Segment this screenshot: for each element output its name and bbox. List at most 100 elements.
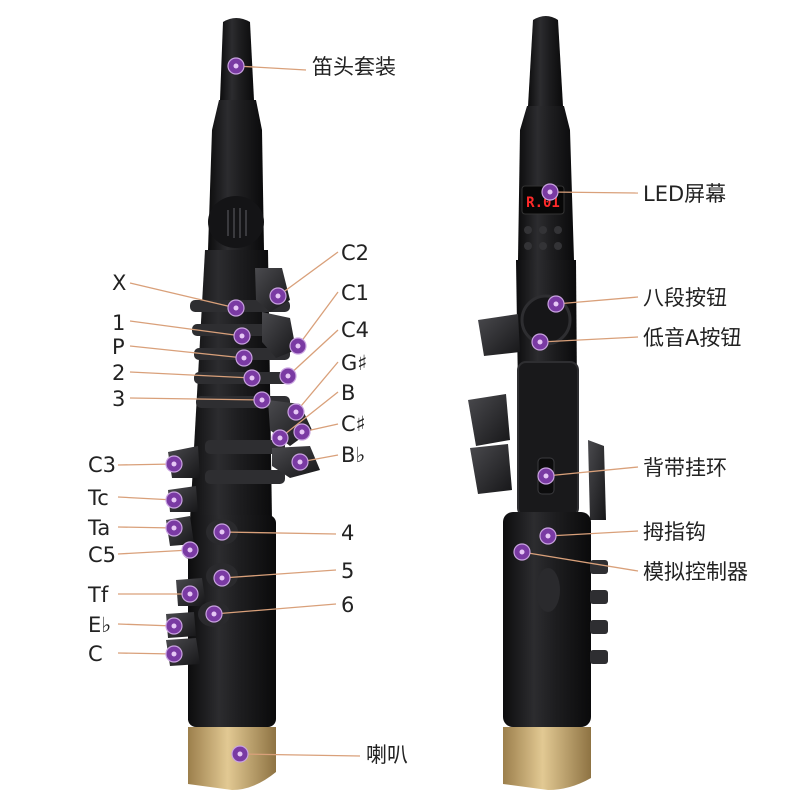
leader-analog-controller — [521, 551, 639, 572]
leader-p — [129, 345, 245, 359]
leader-c3 — [117, 463, 175, 466]
label-4: 4 — [341, 521, 354, 545]
leader-mouthpiece — [235, 65, 307, 71]
label-octave-button: 八段按钮 — [643, 286, 727, 310]
label-ta: Ta — [87, 516, 110, 540]
marker-center-octave-button — [553, 301, 559, 307]
marker-center-g-sharp — [293, 409, 299, 415]
label-x: X — [112, 271, 126, 295]
left-speaker-grill — [208, 196, 264, 248]
marker-center-x — [233, 305, 239, 311]
leader-c1 — [297, 291, 339, 347]
label-analog-controller: 模拟控制器 — [643, 560, 748, 584]
label-3: 3 — [112, 387, 125, 411]
right-lower-body — [503, 512, 591, 727]
label-c5: C5 — [88, 543, 116, 567]
right-mouthpiece — [528, 16, 563, 110]
marker-center-led-screen — [547, 189, 553, 195]
marker-center-tf — [187, 591, 193, 597]
right-side-keys — [468, 314, 606, 520]
marker-center-c2 — [275, 293, 281, 299]
marker-center-5 — [219, 575, 225, 581]
marker-center-analog-controller — [519, 549, 525, 555]
leader-c — [117, 652, 175, 655]
leader-1 — [129, 320, 243, 337]
marker-center-ta — [171, 525, 177, 531]
marker-center-tc — [171, 497, 177, 503]
left-bell — [188, 727, 276, 790]
marker-center-c5 — [187, 547, 193, 553]
leader-4 — [221, 531, 337, 535]
marker-center-bell — [237, 751, 243, 757]
leader-6 — [213, 603, 337, 615]
label-1: 1 — [112, 311, 125, 335]
marker-center-c3 — [171, 461, 177, 467]
label-c-sharp: C♯ — [341, 412, 366, 436]
label-b: B — [341, 381, 355, 405]
leader-c5 — [117, 549, 191, 555]
right-neck — [518, 106, 574, 260]
label-p: P — [112, 335, 125, 359]
leader-bell — [239, 753, 361, 757]
marker-center-low-a-button — [537, 339, 543, 345]
callout-leaders — [117, 65, 639, 757]
leader-led-screen — [549, 191, 639, 194]
leader-ta — [117, 526, 175, 529]
right-labels: LED屏幕 八段按钮 低音A按钮 背带挂环 拇指钩 模拟控制器 — [643, 182, 748, 584]
leader-c4 — [287, 329, 339, 377]
label-e-flat: E♭ — [88, 613, 111, 637]
label-2: 2 — [112, 361, 125, 385]
label-c3: C3 — [88, 453, 116, 477]
leader-5 — [221, 569, 337, 579]
marker-center-c4 — [285, 373, 291, 379]
leader-2 — [129, 371, 253, 379]
marker-center-c-sharp — [299, 429, 305, 435]
leader-strap-hook — [545, 466, 639, 477]
left-labels: 笛头套装 C2 C1 C4 G♯ B C♯ B♭ X 1 P 2 3 C3 Tc… — [87, 55, 408, 767]
marker-center-3 — [259, 397, 265, 403]
label-c2: C2 — [341, 241, 369, 265]
label-bell: 喇叭 — [366, 743, 408, 767]
marker-center-1 — [239, 333, 245, 339]
label-6: 6 — [341, 593, 354, 617]
label-5: 5 — [341, 559, 354, 583]
label-g-sharp: G♯ — [341, 351, 367, 375]
marker-center-2 — [249, 375, 255, 381]
leader-3 — [129, 397, 263, 401]
marker-center-c1 — [295, 343, 301, 349]
label-strap-hook: 背带挂环 — [643, 456, 727, 480]
label-c1: C1 — [341, 281, 369, 305]
leader-thumb-hook — [547, 530, 639, 537]
right-instrument: R.01 — [468, 16, 608, 790]
marker-center-e-flat — [171, 623, 177, 629]
leader-octave-button — [555, 296, 639, 305]
right-bell — [503, 727, 591, 790]
analog-controller-body — [536, 568, 560, 612]
label-b-flat: B♭ — [341, 443, 365, 467]
right-panel-buttons — [524, 226, 562, 250]
leader-x — [129, 282, 237, 309]
marker-center-thumb-hook — [545, 533, 551, 539]
leader-c2 — [277, 251, 339, 297]
callout-markers — [165, 57, 565, 763]
label-mouthpiece: 笛头套装 — [312, 55, 396, 79]
leader-tc — [117, 496, 175, 501]
leader-low-a-button — [539, 336, 639, 343]
marker-center-6 — [211, 611, 217, 617]
leader-e-flat — [117, 623, 175, 627]
marker-center-strap-hook — [543, 473, 549, 479]
label-thumb-hook: 拇指钩 — [643, 520, 706, 544]
label-c4: C4 — [341, 318, 369, 342]
label-led-screen: LED屏幕 — [643, 182, 726, 206]
label-c: C — [88, 642, 103, 666]
label-tf: Tf — [87, 583, 109, 607]
marker-center-c — [171, 651, 177, 657]
leader-b — [279, 391, 339, 439]
marker-center-mouthpiece — [233, 63, 239, 69]
leader-g-sharp — [295, 361, 339, 413]
left-speaker-slots — [227, 208, 247, 238]
marker-center-b-flat — [297, 459, 303, 465]
right-lower-ridges — [590, 560, 608, 664]
label-low-a-button: 低音A按钮 — [643, 326, 741, 350]
